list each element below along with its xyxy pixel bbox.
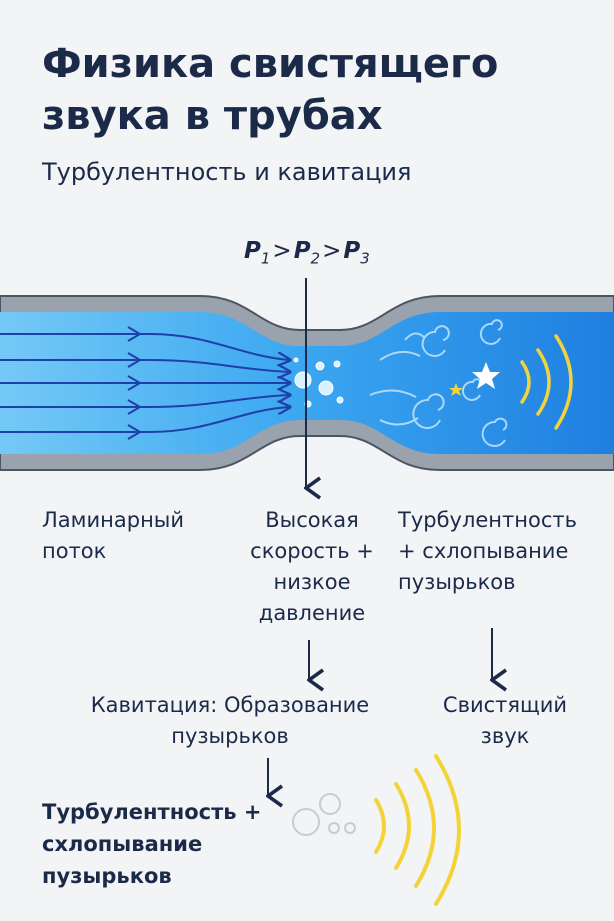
pressure-p3: P3 (343, 238, 370, 268)
swirl (369, 389, 417, 398)
label-whistle-sound: Свистящий звук (442, 693, 568, 748)
bottom-sound-waves (374, 754, 461, 906)
swirl (379, 417, 419, 426)
pressure-relation: P1>P2>P3 (244, 238, 370, 268)
swirl (404, 332, 426, 341)
bubble (336, 396, 344, 404)
pressure-gt-1: > (272, 238, 292, 264)
bubble (294, 371, 312, 389)
sound-wave (374, 798, 386, 854)
label-high-velocity: Высокая скорость + низкое давление (250, 508, 374, 625)
bubble (293, 357, 299, 363)
label-laminar-flow: Ламинарный поток (42, 508, 185, 563)
laminar-flow-lines (0, 326, 290, 440)
sound-wave (394, 782, 411, 870)
bubble (328, 822, 340, 834)
pressure-gt-2: > (322, 238, 342, 264)
pressure-p2: P2 (293, 238, 321, 268)
flow-arrowhead (127, 352, 142, 368)
pressure-p1: P1 (244, 238, 271, 268)
bubble (333, 360, 341, 368)
flow-arrowhead (127, 424, 142, 440)
bubble (318, 380, 334, 396)
turbulence-swirls (369, 319, 508, 447)
bubble (319, 793, 341, 815)
flow-arrowhead (127, 326, 142, 342)
sound-wave (520, 360, 531, 404)
flow-arrowhead (127, 399, 142, 415)
label-cavitation: Кавитация: Образование пузырьков (90, 693, 370, 748)
flow-line (0, 359, 290, 372)
swirl (379, 350, 421, 361)
bubble (315, 361, 325, 371)
title-line-1: Физика свистящего (42, 41, 499, 87)
diagram-subtitle: Турбулентность и кавитация (42, 158, 412, 186)
flow-line (0, 407, 290, 433)
flow-arrowhead (127, 375, 142, 391)
bottom-bubbles (292, 793, 356, 836)
swirl (421, 325, 450, 357)
pipe-sound-waves (520, 334, 573, 430)
spark-star (472, 362, 500, 389)
bubble (344, 822, 356, 834)
label-turbulence: Турбулентность + схлопывание пузырьков (398, 508, 578, 594)
swirl (479, 319, 503, 345)
spark-star (449, 383, 463, 396)
swirl (481, 417, 508, 447)
swirl (412, 393, 445, 429)
collapse-sparks (449, 362, 500, 396)
flow-line (0, 395, 290, 408)
sound-wave (414, 768, 436, 888)
sound-wave (536, 348, 551, 416)
diagram-title: Физика свистящего звука в трубах (42, 38, 602, 142)
sound-wave (554, 334, 573, 430)
flow-line (0, 333, 290, 360)
label-bottom-summary: Турбулентность + схлопывание пузырьков (42, 800, 262, 888)
bubble (292, 808, 320, 836)
sound-wave (434, 754, 461, 906)
title-line-2: звука в трубах (42, 93, 383, 139)
